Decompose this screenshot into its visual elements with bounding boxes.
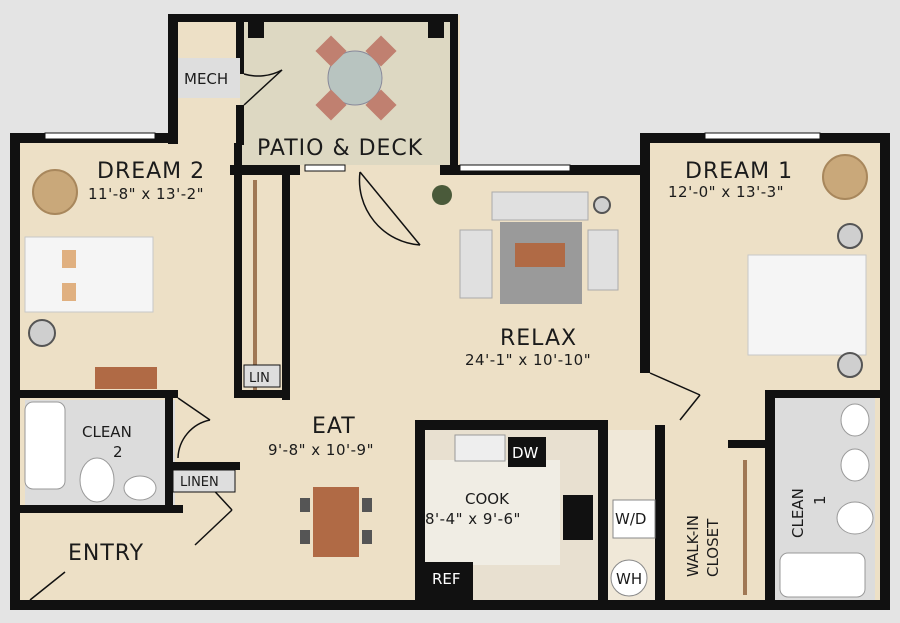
- relax-title: RELAX: [500, 326, 577, 351]
- entry-label: ENTRY: [68, 541, 144, 566]
- clean2-line1: CLEAN: [82, 423, 132, 441]
- mech-label: MECH: [184, 70, 228, 88]
- cooktop: [563, 495, 593, 540]
- washer-dryer: [612, 499, 656, 539]
- clean1-line1: CLEAN: [789, 488, 807, 538]
- windows: [44, 132, 821, 172]
- relax-dims: 24'-1" x 10'-10": [465, 351, 591, 369]
- bath-fixtures: [24, 401, 874, 598]
- walkin-line1: WALK-IN: [684, 515, 702, 577]
- wd-label: W/D: [615, 510, 646, 528]
- dream2-title: DREAM 2: [97, 159, 205, 184]
- dream1-furniture: [747, 154, 868, 378]
- patio-table: [315, 35, 397, 121]
- clean2-line2: 2: [113, 443, 123, 461]
- dream1-title: DREAM 1: [685, 159, 793, 184]
- dream2-furniture: [24, 169, 257, 390]
- water-heater: [610, 559, 648, 597]
- dining-table: [300, 487, 372, 557]
- patio-label: PATIO & DECK: [257, 136, 423, 161]
- dishwasher: [508, 437, 546, 467]
- cook-title: COOK: [465, 490, 510, 508]
- mech-unit: [178, 58, 240, 98]
- lin-label: LIN: [249, 371, 270, 386]
- eat-title: EAT: [312, 414, 356, 439]
- ref-label: REF: [432, 570, 461, 588]
- wh-label: WH: [616, 570, 642, 588]
- dream1-dims: 12'-0" x 13'-3": [668, 183, 784, 201]
- clean1-line2: 1: [811, 495, 829, 505]
- linen-label: LINEN: [180, 475, 219, 490]
- dream2-dims: 11'-8" x 13'-2": [88, 185, 204, 203]
- walkin-line2: CLOSET: [704, 518, 722, 577]
- refrigerator: [418, 562, 473, 600]
- relax-furniture: [432, 185, 619, 304]
- dw-label: DW: [512, 444, 539, 462]
- cook-dims: 8'-4" x 9'-6": [425, 510, 521, 528]
- eat-dims: 9'-8" x 10'-9": [268, 441, 374, 459]
